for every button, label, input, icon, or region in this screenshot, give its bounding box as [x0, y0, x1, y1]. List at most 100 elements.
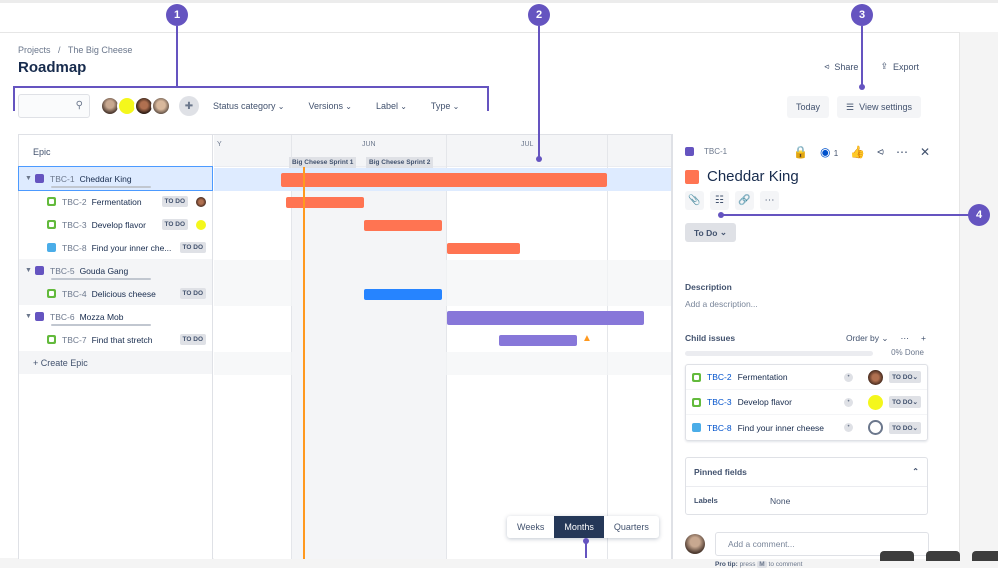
attachment-icon[interactable]: 📎 — [685, 191, 704, 210]
epic-row-tbc-6[interactable]: ▼ TBC-6 Mozza Mob — [19, 305, 212, 328]
timeline-row — [214, 237, 671, 260]
callout-line — [585, 540, 587, 558]
view-settings-button[interactable]: ☰View settings — [837, 96, 921, 118]
link-icon[interactable]: 🔗 — [735, 191, 754, 210]
status-dropdown[interactable]: TO DO⌄ — [889, 421, 921, 434]
more-icon[interactable]: ⋯ — [900, 333, 910, 343]
zoom-weeks[interactable]: Weeks — [517, 522, 545, 532]
status-dropdown[interactable]: To Do ⌄ — [685, 223, 736, 242]
timeline-row — [214, 283, 671, 306]
chevron-down-icon[interactable]: ▼ — [25, 175, 32, 182]
sprint-label[interactable]: Big Cheese Sprint 1 — [289, 157, 357, 168]
status-badge: TO DO — [161, 196, 188, 207]
epic-row-tbc-1[interactable]: ▼ TBC-1 Cheddar King — [18, 166, 213, 191]
month-label: Y — [217, 141, 222, 148]
callout-dot — [859, 84, 865, 90]
issue-bar[interactable] — [447, 243, 520, 254]
issue-row-tbc-2[interactable]: TBC-2 Fermentation TO DO — [19, 190, 212, 213]
issue-row-tbc-8[interactable]: TBC-8 Find your inner che... TO DO — [19, 236, 212, 259]
issue-bar[interactable] — [499, 335, 577, 346]
filter-label[interactable]: Label — [376, 101, 407, 111]
lock-icon[interactable]: 🔒 — [792, 144, 808, 159]
close-icon[interactable]: ✕ — [919, 144, 930, 159]
avatar — [196, 196, 206, 207]
more-icon[interactable]: ⋯ — [895, 144, 908, 159]
child-progress-bar — [685, 351, 873, 356]
today-button[interactable]: Today — [787, 96, 830, 118]
issue-row-tbc-7[interactable]: TBC-7 Find that stretch TO DO — [19, 328, 212, 351]
bottom-controls — [880, 551, 998, 561]
order-by-dropdown[interactable]: Order by ⌄ — [845, 333, 889, 343]
share-icon: ⪦ — [824, 61, 830, 71]
priority-icon: • — [844, 372, 853, 382]
watch-button[interactable]: ◉ 1 — [819, 144, 839, 159]
story-icon — [692, 372, 701, 382]
issue-bar[interactable] — [364, 289, 442, 300]
avatar[interactable] — [868, 394, 883, 410]
control-button[interactable] — [972, 551, 998, 561]
epic-bar-cheddar[interactable] — [281, 173, 607, 187]
more-icon[interactable]: ⋯ — [760, 191, 779, 210]
breadcrumb-project[interactable]: The Big Cheese — [67, 45, 133, 55]
avatar[interactable] — [151, 96, 171, 116]
share-button[interactable]: ⪦Share — [824, 61, 859, 72]
zoom-months[interactable]: Months — [554, 516, 604, 538]
zoom-quarters[interactable]: Quarters — [613, 522, 649, 532]
child-issue-row[interactable]: TBC-2 Fermentation • TO DO⌄ — [686, 365, 927, 390]
status-dropdown[interactable]: TO DO⌄ — [889, 371, 921, 383]
filter-versions[interactable]: Versions — [308, 101, 351, 111]
issue-bar[interactable] — [364, 220, 442, 231]
search-icon: ⚲ — [75, 100, 83, 111]
sprint-label[interactable]: Big Cheese Sprint 2 — [366, 157, 434, 168]
create-epic-button[interactable]: + Create Epic — [19, 351, 212, 374]
issue-row-tbc-4[interactable]: TBC-4 Delicious cheese TO DO — [19, 282, 212, 305]
control-button[interactable] — [880, 551, 914, 561]
child-issue-row[interactable]: TBC-8 Find your inner cheese • TO DO⌄ — [686, 415, 927, 440]
add-icon[interactable]: + — [921, 333, 926, 343]
top-strip — [0, 0, 998, 32]
chevron-down-icon[interactable]: ▼ — [25, 267, 32, 274]
unassigned-avatar-icon[interactable] — [868, 420, 883, 435]
control-button[interactable] — [926, 551, 960, 561]
chevron-down-icon[interactable]: ▼ — [25, 313, 32, 320]
child-issues-label: Child issues — [685, 333, 736, 343]
description-input[interactable]: Add a description... — [685, 299, 758, 309]
pinned-fields-header[interactable]: Pinned fields⌃ — [686, 458, 927, 487]
timeline-row — [214, 352, 671, 375]
view-tools: Today ☰View settings — [787, 96, 921, 118]
avatar[interactable] — [868, 369, 883, 385]
child-issue-icon[interactable]: ☷ — [710, 191, 729, 210]
grid-line — [607, 135, 608, 559]
filter-type[interactable]: Type — [431, 101, 459, 111]
epic-color-swatch — [685, 169, 699, 184]
like-icon[interactable]: 👍 — [850, 144, 866, 159]
callout-line — [720, 214, 970, 216]
breadcrumb-projects[interactable]: Projects — [18, 45, 51, 55]
issue-row-tbc-3[interactable]: TBC-3 Develop flavor TO DO — [19, 213, 212, 236]
roadmap-grid: Epic ▼ TBC-1 Cheddar King TBC-2 Fermenta… — [18, 134, 672, 559]
story-icon — [47, 220, 56, 229]
search-input[interactable]: ⚲ — [18, 94, 90, 118]
comment-input[interactable]: Add a comment... — [715, 532, 929, 556]
issue-key[interactable]: TBC-1 — [704, 147, 728, 156]
timeline-row — [214, 191, 671, 214]
chevron-up-icon[interactable]: ⌃ — [912, 467, 919, 476]
add-user-icon[interactable]: ✚ — [179, 96, 199, 116]
epic-bar-mozza[interactable] — [447, 311, 644, 325]
warning-icon[interactable]: ▲ — [582, 333, 592, 344]
status-dropdown[interactable]: TO DO⌄ — [889, 396, 921, 408]
callout-dot — [718, 212, 724, 218]
export-button[interactable]: ⇪Export — [880, 61, 919, 72]
share-icon[interactable]: ⪦ — [877, 144, 884, 158]
issue-title[interactable]: Cheddar King — [685, 168, 799, 185]
epic-icon — [35, 174, 44, 183]
status-badge: TO DO — [179, 242, 206, 253]
issue-detail-panel: TBC-1 🔒 ◉ 1 👍 ⪦ ⋯ ✕ Cheddar King 📎 ☷ 🔗 ⋯… — [672, 134, 938, 568]
filter-status-category[interactable]: Status category — [213, 101, 284, 111]
issue-bar[interactable] — [286, 197, 364, 208]
callout-4: 4 — [968, 204, 990, 226]
child-issue-row[interactable]: TBC-3 Develop flavor • TO DO⌄ — [686, 390, 927, 415]
epic-row-tbc-5[interactable]: ▼ TBC-5 Gouda Gang — [19, 259, 212, 282]
epic-icon — [685, 147, 694, 156]
